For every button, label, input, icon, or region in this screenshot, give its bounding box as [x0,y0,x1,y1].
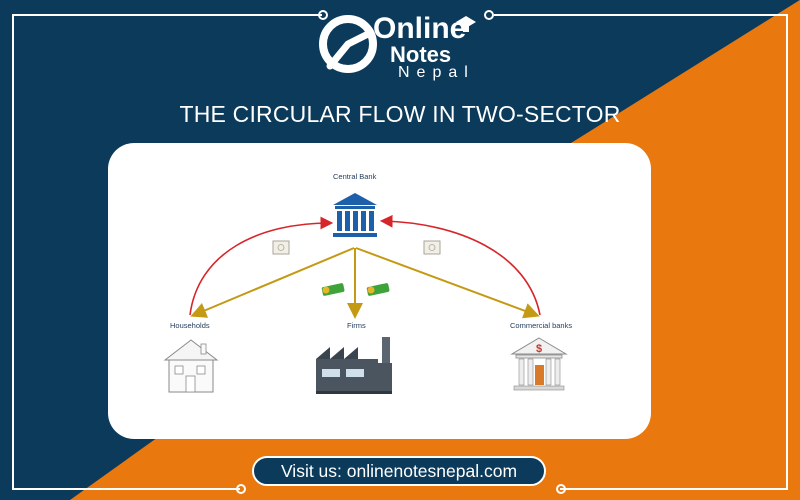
frame-left [12,14,14,490]
frame-bottom-right [560,488,788,490]
frame-bottom-left [12,488,240,490]
node-label-households: Households [170,321,210,330]
money-icon [321,283,390,296]
frame-dot-bottom-right [556,484,566,494]
svg-text:$: $ [536,343,542,355]
flow-cb-to-commercial [355,247,540,319]
gold-flow-lines [190,247,540,319]
flow-cb-to-households [190,247,355,318]
brand-word-2: Notes [390,42,452,67]
factory-icon [316,337,392,394]
diagram-card: $ Central Bank Households Firms Commerci… [108,143,651,439]
brand-word-1: Online [373,12,467,45]
frame-dot-left [318,10,328,20]
frame-dot-right [484,10,494,20]
website-link-button[interactable]: Visit us: onlinenotesnepal.com [252,456,546,486]
arc-households-to-cb [189,216,334,316]
banknote-icon [272,240,441,255]
house-icon [163,339,219,393]
brand-word-3: Nepal [398,64,475,81]
frame-right [786,14,788,490]
commercial-bank-icon: $ [510,337,568,391]
circular-flow-diagram: $ [163,193,568,394]
bank-icon [333,193,377,237]
node-label-central-bank: Central Bank [333,172,377,181]
node-label-firms: Firms [347,321,366,330]
frame-top-right [494,14,788,16]
page-title: THE CIRCULAR FLOW IN TWO-SECTOR [179,101,621,127]
logo-mark-icon [319,15,476,73]
node-label-commercial-banks: Commercial banks [510,321,573,330]
arc-commercial-to-cb [379,214,541,316]
frame-top-left [12,14,322,16]
brand-logo[interactable]: Online Notes Nepal [318,4,488,86]
frame-dot-bottom-left [236,484,246,494]
red-flow-arcs [189,214,541,316]
